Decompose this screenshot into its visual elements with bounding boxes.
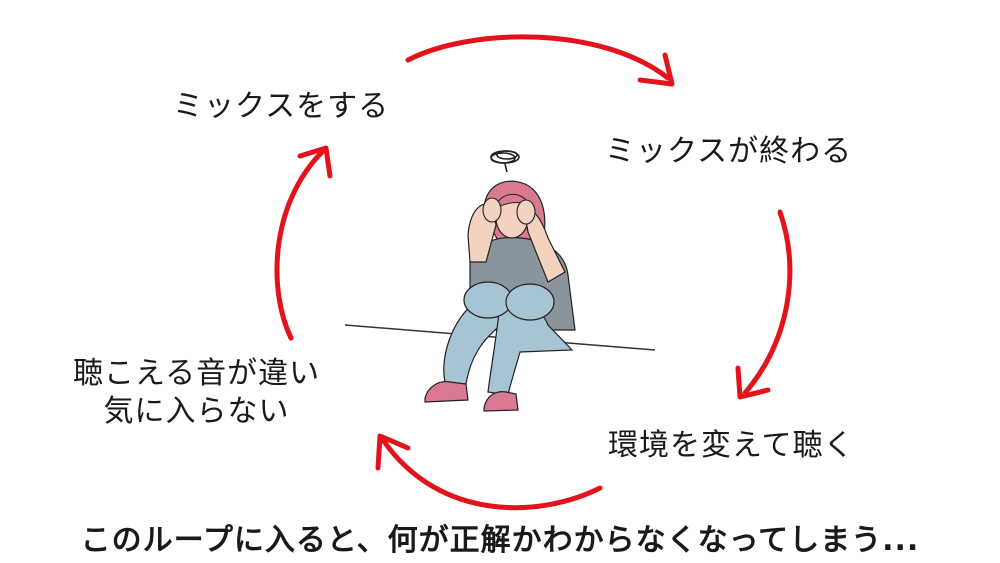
arrow-top-icon <box>405 34 675 87</box>
step-mix: ミックスをする <box>173 89 390 124</box>
step-sound-different: 聴こえる音が違い 気に入らない <box>73 355 320 430</box>
arrow-right-icon <box>735 209 793 400</box>
caption: このループに入ると、何が正解かわからなくなってしまう... <box>80 523 920 558</box>
step-sound-different-line2: 気に入らない <box>103 393 290 429</box>
step-mix-finished: ミックスが終わる <box>605 134 853 169</box>
scribble-icon <box>490 150 520 173</box>
step-change-environment: 環境を変えて聴く <box>608 428 855 463</box>
step-sound-different-line1: 聴こえる音が違い <box>73 356 321 391</box>
arrow-bottom-icon <box>375 433 603 511</box>
arrow-left-icon <box>274 145 333 341</box>
